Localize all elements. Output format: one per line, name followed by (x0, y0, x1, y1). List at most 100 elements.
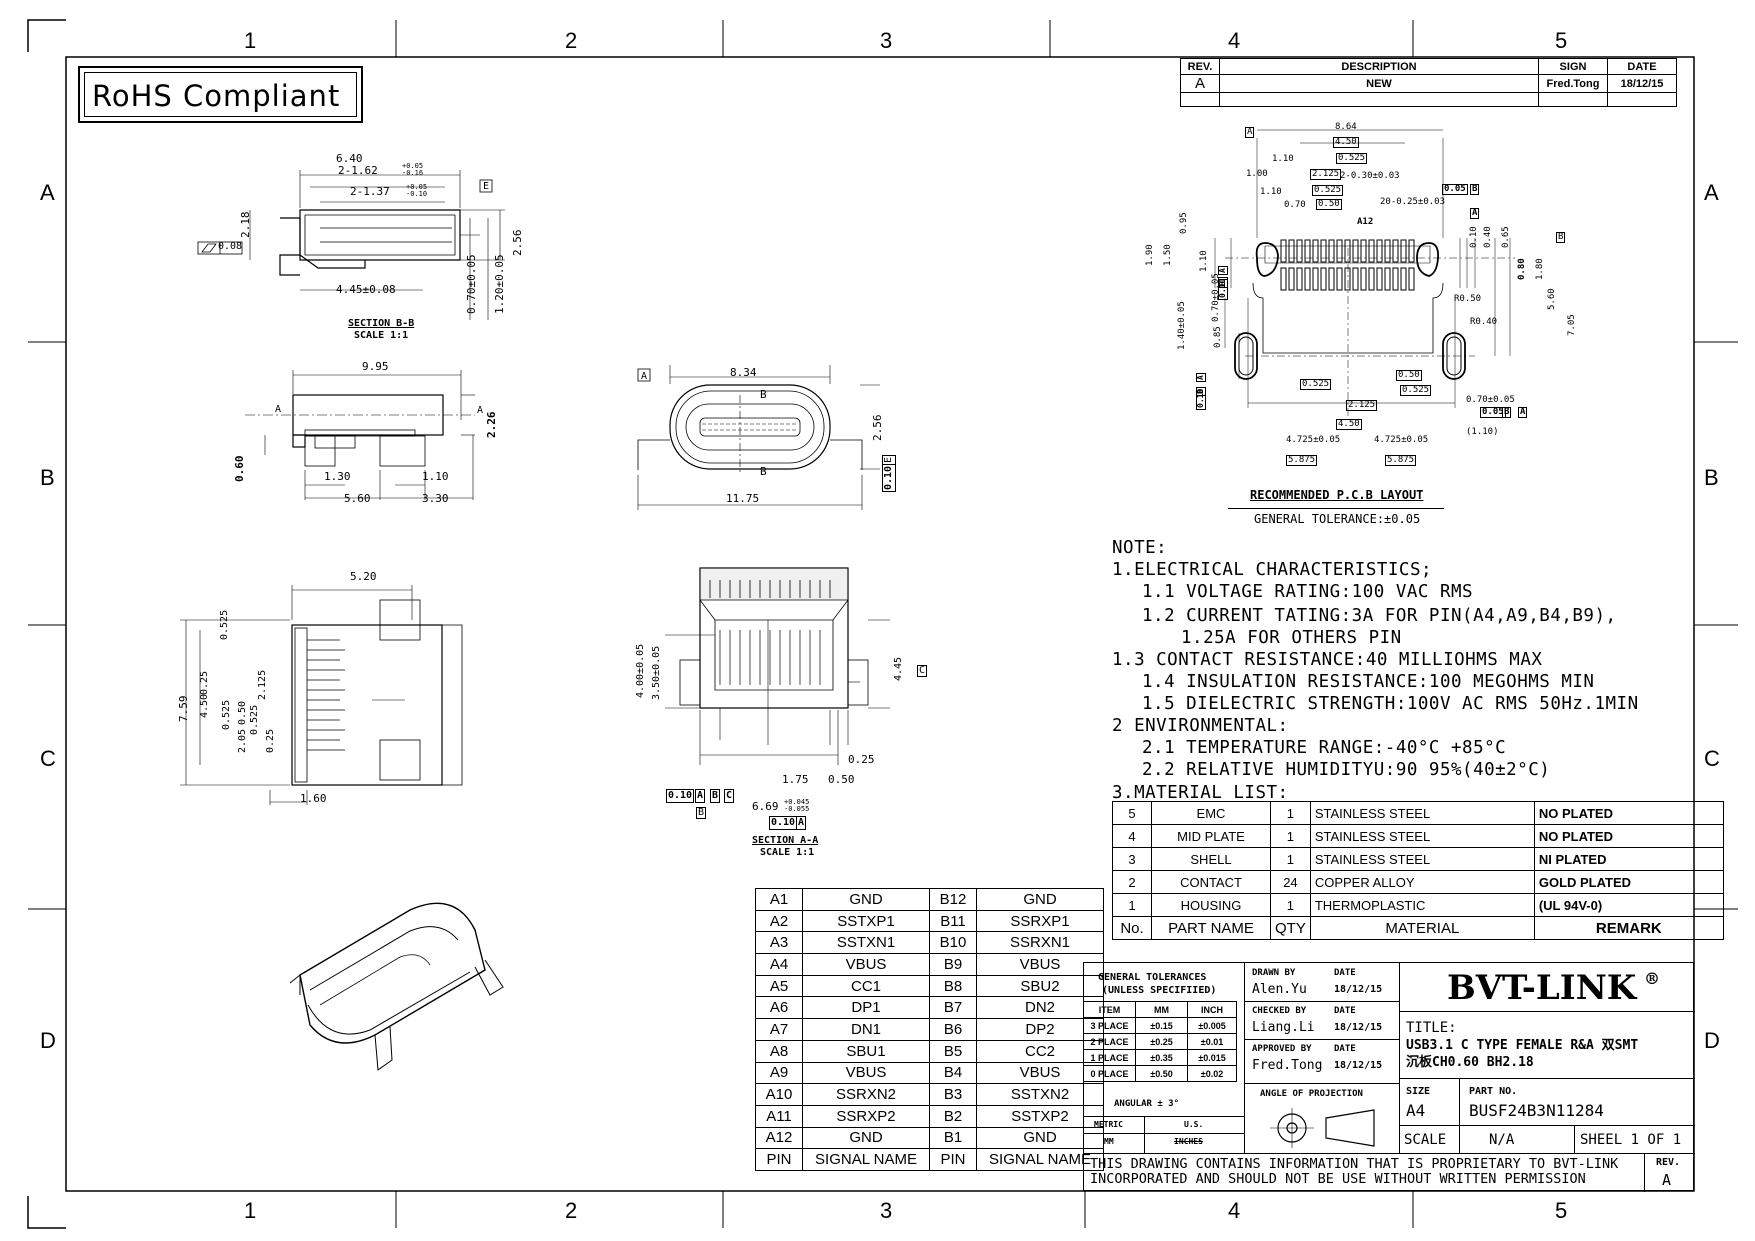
pcb-datum-a: A (1245, 127, 1255, 138)
signal-name-cell: GND (802, 888, 930, 911)
pin-number-cell: A10 (755, 1083, 803, 1106)
note-line-7: 1.5 DIELECTRIC STRENGTH:100V AC RMS 50Hz… (1142, 694, 1639, 714)
pcb-dim-22: 7.05 (1567, 314, 1577, 336)
angular-tolerance: ANGULAR ± 3° (1114, 1099, 1180, 1109)
note-line-2: 1.1 VOLTAGE RATING:100 VAC RMS (1142, 582, 1474, 602)
aa-dim-pitch: 0.50 (828, 773, 855, 786)
signal-name-cell: GND (976, 888, 1104, 911)
pin-number-cell: B9 (929, 953, 977, 976)
signal-name-cell: VBUS (976, 953, 1104, 976)
front-section-b-top: B (760, 388, 767, 401)
tolerance-cell: ±0.02 (1187, 1065, 1237, 1082)
part-no-label: PART NO. (1469, 1086, 1518, 1097)
front-view (637, 365, 880, 510)
top-dim-pitch: 0.525 (219, 609, 230, 640)
bb-dim-pitch2: 2-1.37 (350, 185, 390, 198)
tolerance-cell: 2 PLACE (1083, 1033, 1136, 1050)
material-cell: 5 (1112, 801, 1152, 825)
pcb-dim-21: 5.60 (1547, 288, 1557, 310)
pin-number-cell: A11 (755, 1104, 803, 1128)
aa-dim-pad: 1.75 (782, 773, 809, 786)
signal-name-cell: GND (976, 1126, 1104, 1150)
pin-number-cell: B5 (929, 1039, 977, 1063)
pcb-dim-3: 1.00 (1246, 169, 1268, 179)
pcb-dim-33: 4.725±0.05 (1374, 435, 1429, 445)
side-dim-offset-2: 3.30 (422, 492, 449, 505)
rev-label: REV. (1656, 1157, 1681, 1168)
material-cell: 1 (1112, 893, 1152, 917)
signal-name-cell: SBU1 (802, 1039, 930, 1063)
material-cell: No. (1112, 916, 1152, 940)
aa-dim-width: 6.69 (752, 800, 779, 813)
pcb-dim-19: 1.80 (1535, 258, 1545, 280)
section-bb-title: SECTION B-B (348, 318, 415, 329)
zone-col-3-top: 3 (880, 28, 893, 53)
signal-name-cell: SSTXP2 (976, 1104, 1104, 1128)
pcb-dim-17: 0.65 (1501, 226, 1511, 248)
material-cell: CONTACT (1151, 870, 1271, 894)
signal-name-cell: SSRXP2 (802, 1104, 930, 1128)
scale-label: SCALE (1404, 1132, 1447, 1148)
zone-col-2-top: 2 (565, 28, 578, 53)
pcb-dim-15: 0.10 (1469, 226, 1479, 248)
front-datum-e: E (882, 454, 896, 465)
approved-date: 18/12/15 (1334, 1060, 1383, 1071)
pcb-dim-32: 4.725±0.05 (1286, 435, 1341, 445)
pcb-dim-35: 5.875 (1385, 455, 1417, 466)
rev-header-description: DESCRIPTION (1219, 58, 1539, 75)
aa-datum-c: C (917, 665, 928, 677)
pin-number-cell: B8 (929, 974, 977, 998)
zone-col-1-top: 1 (244, 28, 257, 53)
bb-dim-thickness-1: 0.70±0.05 (465, 254, 478, 314)
company-block: BVT-LINK ® (1399, 963, 1695, 1011)
material-cell: NI PLATED (1533, 847, 1724, 871)
rev-header-date: DATE (1607, 58, 1677, 75)
pin-number-cell: A6 (755, 996, 803, 1020)
rohs-label: RoHS Compliant (92, 79, 341, 113)
gen-tol-title: GENERAL TOLERANCES (1098, 972, 1207, 983)
pcb-tol-5-ref-a: A (1518, 407, 1528, 418)
material-cell: THERMOPLASTIC (1309, 893, 1535, 917)
pcb-dim-8: 1.10 (1260, 187, 1282, 197)
projection-label: ANGLE OF PROJECTION (1260, 1089, 1363, 1099)
side-section-a-left: A (275, 404, 282, 415)
material-cell: NO PLATED (1533, 801, 1724, 825)
pcb-tol-3-ref-b: B (1218, 279, 1228, 288)
signal-name-cell: SSTXN1 (802, 931, 930, 955)
bb-dim-pitch-tol-down: -0.16 (402, 169, 424, 177)
pcb-dim-16: 0.40 (1483, 226, 1493, 248)
pcb-dim-27: 0.525 (1400, 385, 1432, 396)
pcb-datum-b: B (1556, 232, 1566, 243)
pcb-tol-4-ref-b: B (1196, 387, 1206, 396)
side-dim-pad: 1.10 (422, 470, 449, 483)
drawn-date-label: DATE (1334, 968, 1356, 978)
zone-col-4-bottom: 4 (1228, 1198, 1241, 1223)
aa-flatness-tol: 0.10 (769, 816, 798, 830)
pcb-dim-28: 2.125 (1346, 400, 1378, 411)
pcb-tol-1: 0.05 (1442, 184, 1468, 195)
pcb-dim-width: 8.64 (1335, 122, 1357, 132)
zone-row-a-left: A (40, 180, 55, 205)
bb-dim-height: 2.18 (239, 211, 252, 239)
front-position-tol: 0.10 (882, 463, 896, 492)
note-line-4: 1.25A FOR OTHERS PIN (1181, 628, 1402, 648)
zone-col-3-bottom: 3 (880, 1198, 893, 1223)
pin-number-cell: B10 (929, 931, 977, 955)
side-view (245, 370, 475, 500)
drawn-date: 18/12/15 (1334, 984, 1383, 995)
aa-dim-depth-2: 3.50±0.05 (651, 645, 662, 700)
side-dim-peg: 1.30 (324, 470, 351, 483)
rev-cell-description: NEW (1219, 74, 1539, 93)
material-cell: SHELL (1151, 847, 1271, 871)
gen-tol-sub: (UNLESS SPECIFIIED) (1102, 985, 1217, 996)
